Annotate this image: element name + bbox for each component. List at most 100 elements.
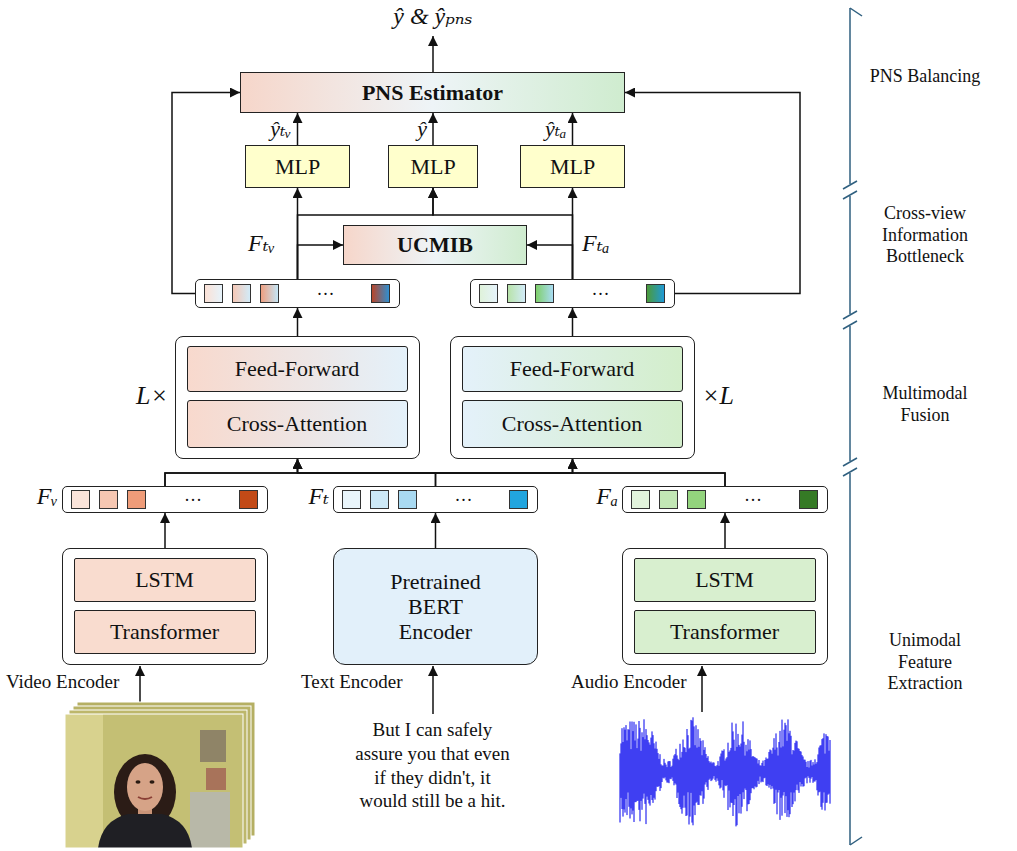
transformer-box: Transformer (74, 610, 256, 654)
token-square (507, 284, 526, 303)
feed-forward-box: Feed-Forward (462, 346, 683, 392)
feature-strip: Fₜ··· (333, 486, 538, 513)
connector-arrow (435, 513, 437, 548)
token-square (71, 490, 90, 509)
estimator-box: PNS Estimator (240, 72, 625, 113)
face (127, 763, 163, 811)
connector-arrow (436, 459, 573, 486)
token-square (509, 490, 528, 509)
token-square (646, 284, 665, 303)
token-square (370, 490, 389, 509)
connector-arrow (297, 113, 299, 145)
mouth (138, 797, 152, 799)
token-square (535, 284, 554, 303)
connector-arrow (172, 93, 240, 294)
audio-waveform (620, 717, 830, 826)
input-sentence: But I can safely assure you that even if… (350, 718, 515, 813)
connector-arrow (625, 93, 800, 294)
outer-label: ×L (702, 381, 734, 411)
break-mark (843, 311, 857, 319)
connector-arrow (432, 113, 434, 145)
encoder-block: Audio EncoderLSTMTransformer (622, 548, 828, 665)
token-square (371, 284, 390, 303)
box-label: MLP (275, 154, 320, 179)
transformer-box: Transformer (634, 610, 816, 654)
connector-arrow (527, 245, 573, 279)
encoder-block: Video EncoderLSTMTransformer (62, 548, 268, 665)
feature-strip: Fₐ··· (622, 486, 828, 513)
box-label: MLP (550, 154, 595, 179)
token-square (659, 490, 678, 509)
edge-label: ŷₜₐ (545, 116, 567, 142)
audio-input-arrow (701, 666, 703, 712)
feature-label: Fₜᵥ (248, 229, 275, 258)
connector-arrow (572, 308, 574, 336)
bracket-line (849, 326, 851, 461)
break-mark (843, 321, 857, 329)
stage-label: Cross-view Information Bottleneck (864, 203, 986, 268)
box-label: UCMIB (397, 232, 473, 257)
cross-attention-box: Cross-Attention (462, 400, 683, 448)
box-label: Transformer (110, 619, 219, 644)
lstm-box: LSTM (74, 558, 256, 602)
connector-arrow (165, 459, 573, 486)
front-frame (65, 714, 243, 848)
outer-label: Video Encoder (6, 671, 119, 693)
mlp-box: MLP (245, 145, 350, 188)
stage-label: Multimodal Fusion (864, 383, 986, 426)
video-input-arrow (139, 666, 141, 704)
bracket-tick (850, 837, 862, 845)
output-label: ŷ & ŷₚₙₛ (363, 2, 503, 31)
outer-label: Fᵥ (37, 483, 58, 511)
token-square (127, 490, 146, 509)
box-label: LSTM (695, 567, 754, 592)
token-square (260, 284, 279, 303)
box-label: PNS Estimator (362, 80, 503, 105)
bracket-line (849, 196, 851, 314)
lstm-box: LSTM (634, 558, 816, 602)
connector-arrow (164, 513, 166, 548)
ellipsis: ··· (149, 487, 237, 512)
connector-arrow (297, 308, 299, 336)
box-label: MLP (410, 154, 455, 179)
token-square (479, 284, 498, 303)
frame-edge (65, 714, 243, 848)
token-square (239, 490, 258, 509)
token-strip: ··· (470, 279, 675, 308)
token-square (398, 490, 417, 509)
token-square (232, 284, 251, 303)
video-frames (65, 702, 255, 848)
cross-attention-box: Cross-Attention (187, 400, 408, 448)
mlp-box: MLP (388, 145, 478, 188)
connector-arrow (572, 113, 574, 145)
ellipsis: ··· (282, 280, 369, 307)
box-label: Pretrained BERT Encoder (371, 569, 501, 645)
poster (206, 768, 226, 790)
ellipsis: ··· (709, 487, 797, 512)
bracket-line (849, 473, 851, 845)
outer-label: L× (136, 381, 168, 411)
token-strip: ··· (195, 279, 400, 308)
token-square (342, 490, 361, 509)
feature-strip: Fᵥ··· (62, 486, 268, 513)
poster (200, 730, 226, 762)
token-square (799, 490, 818, 509)
shirt (98, 814, 192, 848)
token-square (99, 490, 118, 509)
break-mark (843, 458, 857, 466)
box-label: Cross-Attention (502, 411, 643, 436)
break-mark (843, 468, 857, 476)
connector-arrow (298, 245, 344, 279)
wall (65, 714, 243, 848)
token-square (631, 490, 650, 509)
ellipsis: ··· (420, 487, 507, 512)
edge-label: ŷ (417, 116, 427, 142)
stage-label: Unimodal Feature Extraction (864, 630, 986, 695)
outer-label: Audio Encoder (571, 671, 687, 693)
box-label: LSTM (135, 567, 194, 592)
edge-label: ŷₜᵥ (270, 116, 291, 142)
connector-arrow (573, 459, 726, 486)
token-square (204, 284, 223, 303)
break-mark (843, 191, 857, 199)
token-square (687, 490, 706, 509)
